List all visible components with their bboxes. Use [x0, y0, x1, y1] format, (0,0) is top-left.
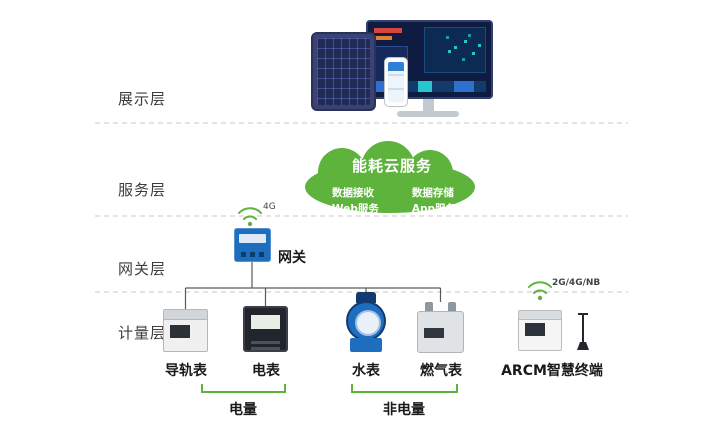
dashboard-tile	[374, 36, 392, 40]
gateway-device	[234, 228, 271, 262]
arcm-terminal-device	[518, 310, 562, 351]
cloud-service: 能耗云服务 数据接收 Web服务 数据存储 App服务	[312, 155, 472, 217]
dashboard-tiles-row	[374, 81, 486, 92]
gas-meter-body	[417, 311, 464, 353]
monitor-stand	[423, 99, 434, 112]
meter-label-electric: 电表	[252, 363, 280, 379]
water-meter-body	[350, 338, 382, 352]
cloud-item-data-receive: 数据接收	[332, 187, 374, 199]
group-label-non-electric: 非电量	[383, 402, 425, 418]
gas-meter-pipe	[448, 302, 456, 312]
gateway-wireless-tag: 4G	[263, 202, 276, 212]
tablet-screen	[317, 38, 370, 105]
dashboard-tile	[374, 28, 402, 33]
gas-meter-device	[417, 302, 464, 353]
gas-meter-pipe	[425, 302, 433, 312]
wifi-icon	[238, 207, 262, 227]
group-bracket	[351, 384, 458, 393]
layer-label-gateway: 网关层	[118, 260, 167, 278]
cloud-shape	[305, 141, 475, 213]
phone-device	[384, 57, 408, 107]
cloud-item-data-store: 数据存储	[411, 187, 454, 199]
water-meter-cap	[356, 292, 376, 303]
layer-label-display: 展示层	[118, 90, 167, 108]
meter-label-gas: 燃气表	[420, 363, 462, 379]
cloud-title: 能耗云服务	[351, 157, 432, 175]
connector-lines	[184, 262, 442, 309]
water-meter-dial	[346, 301, 386, 341]
meter-label-din-rail: 导轨表	[165, 363, 207, 379]
electric-meter-device	[243, 306, 288, 352]
meter-label-water: 水表	[352, 363, 380, 379]
water-meter-device	[345, 292, 387, 354]
monitor-base	[397, 111, 459, 117]
layer-label-metering: 计量层	[118, 324, 167, 342]
layer-label-service: 服务层	[118, 181, 167, 199]
gateway-label: 网关	[278, 250, 306, 266]
cloud-item-app-service: App服务	[411, 203, 456, 215]
dashboard-map	[424, 27, 486, 73]
antenna-icon	[577, 313, 589, 350]
map-dots	[464, 40, 467, 43]
din-rail-meter-device	[163, 309, 208, 352]
phone-screen	[388, 62, 404, 102]
terminal-wireless-tag: 2G/4G/NB	[552, 278, 601, 288]
terminal-label: ARCM智慧终端	[501, 363, 603, 379]
wifi-icon	[528, 281, 552, 301]
group-label-electric: 电量	[229, 402, 257, 418]
group-bracket	[201, 384, 286, 393]
cloud-item-web-service: Web服务	[332, 203, 379, 215]
tablet-device	[311, 32, 376, 111]
